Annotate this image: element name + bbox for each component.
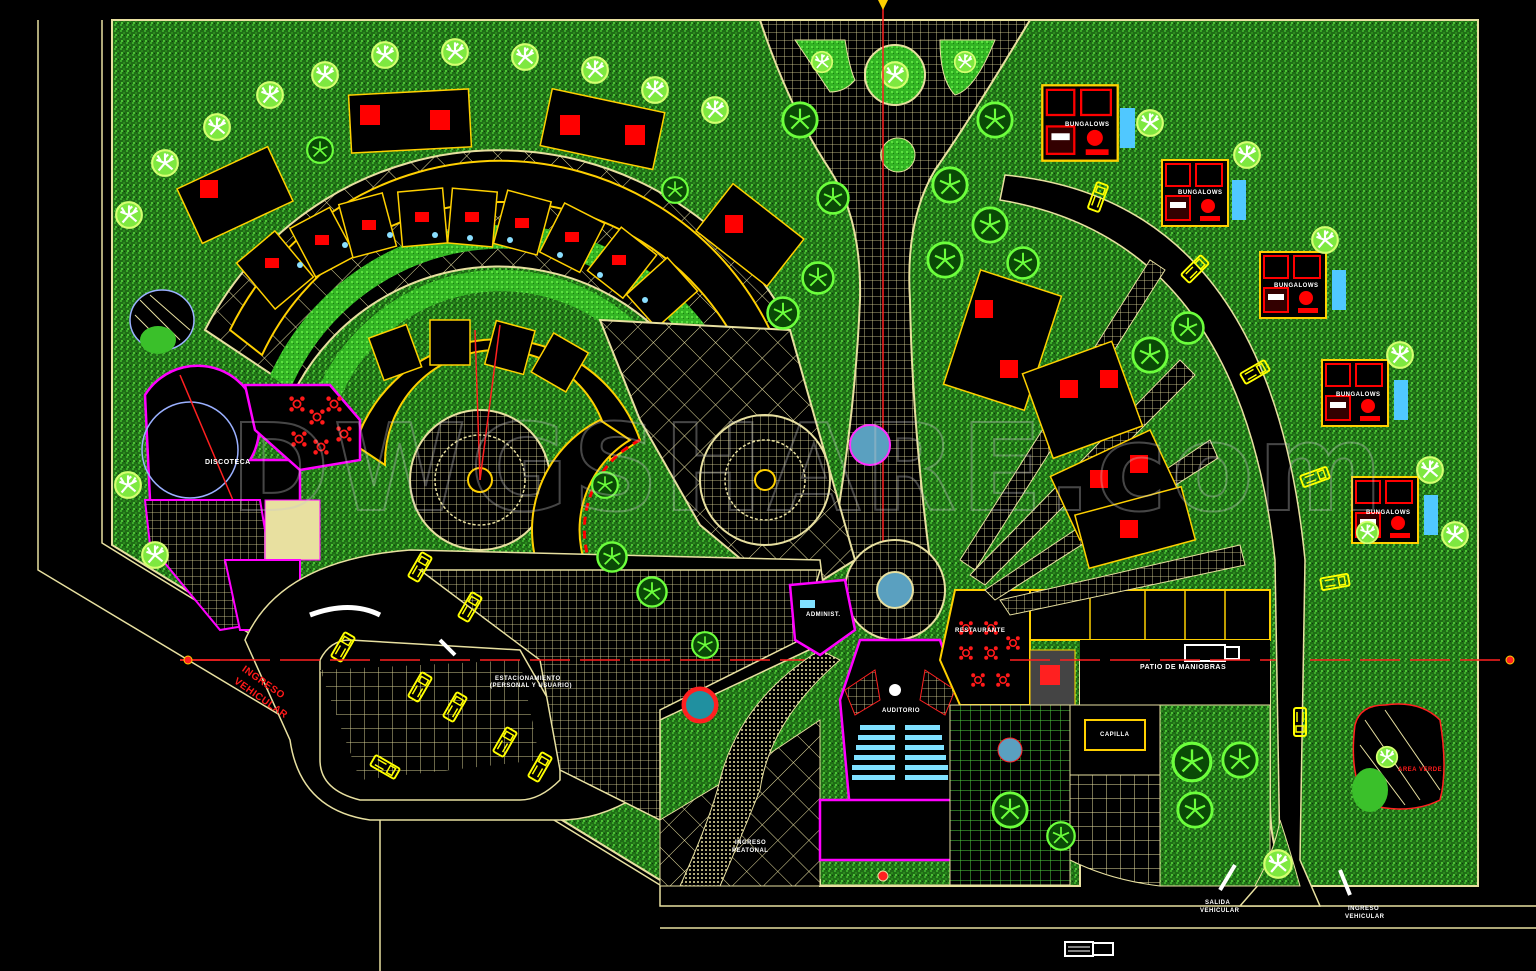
truck-icon [1064, 941, 1114, 957]
auditorium-building [818, 638, 977, 886]
discoteca-building [141, 364, 362, 632]
bungalow-label-5: BUNGALOWS [1366, 510, 1411, 516]
vehicle-exit-label-2: VEHICULAR [1200, 908, 1240, 914]
service-yard-label: PATIO DE MANIOBRAS [1140, 664, 1227, 671]
parking-label-1: ESTACIONAMIENTO [495, 676, 561, 682]
administration-label: ADMINIST. [806, 612, 841, 618]
discoteca-label: DISCOTECA [205, 459, 251, 466]
vehicle-entry-right-label-1: INGRESO [1348, 906, 1380, 912]
chapel-and-courtyard [949, 704, 1271, 887]
bungalow-label-1: BUNGALOWS [1065, 122, 1110, 128]
auditorium-label: AUDITORIO [882, 708, 921, 714]
chapel-label: CAPILLA [1100, 732, 1130, 738]
green-area-label: AREA VERDE [1398, 767, 1443, 773]
arrow-icon [1218, 863, 1352, 896]
central-promenade [758, 0, 1032, 650]
pedestrian-path [659, 649, 841, 887]
restaurant-label: RESTAURANTE [955, 628, 1006, 634]
vehicle-entry-right-label-2: VEHICULAR [1345, 914, 1385, 920]
administration-building [788, 578, 857, 657]
bungalow-label-4: BUNGALOWS [1336, 392, 1381, 398]
bungalow-units [1041, 83, 1438, 545]
pedestrian-entry-label-1: INGRESO [735, 840, 767, 846]
hatched-green-left [129, 289, 195, 354]
restaurant-building [938, 589, 1076, 706]
hotel-room-arcs [176, 87, 805, 467]
parking-label-2: (PERSONAL Y USUARIO) [490, 683, 573, 689]
truck-icon [1184, 644, 1240, 662]
hatched-green-right [1352, 703, 1445, 812]
axis-marker-icon [180, 0, 1515, 665]
vehicle-exit-label-1: SALIDA [1205, 900, 1231, 906]
parking-lot [180, 549, 831, 822]
bungalow-label-3: BUNGALOWS [1274, 283, 1319, 289]
bungalow-label-2: BUNGALOWS [1178, 190, 1223, 196]
pedestrian-entry-label-2: PEATONAL [732, 848, 769, 854]
